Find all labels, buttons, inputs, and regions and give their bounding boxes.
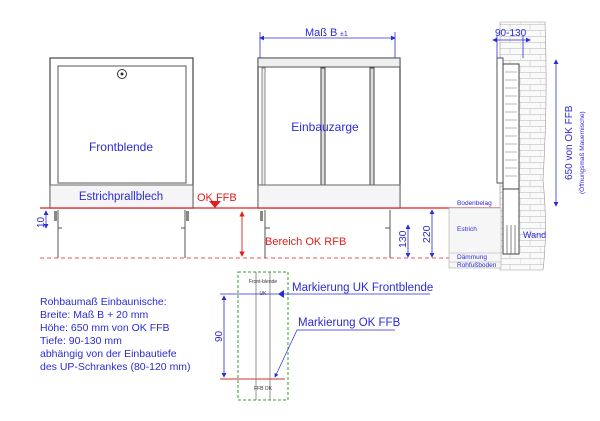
dim-10: 10 [36,216,47,228]
note-line: Tiefe: 90-130 mm [40,335,122,347]
tag-frontblende: Front-blende [249,279,278,285]
tag-ffb-ok: FFB OK [254,386,273,392]
mass-b-tolerance: ±1 [340,31,348,38]
marker-uk-label: Markierung UK Frontblende [292,282,433,294]
layer-rohfussboden: Rohfußboden [457,262,497,269]
opening-note: (Öffnungsmaß Mauernische) [578,111,586,194]
section-view: 90-130 650 von OK FFB (Öffnungsmaß Mauer… [448,21,586,271]
wand-label: Wand [523,230,546,240]
einbauzarge-label: Einbauzarge [291,120,359,134]
mass-b-dim: Maß B [305,27,337,39]
layer-bodenbelag: Bodenbelag [457,200,492,207]
estrichprallblech-label: Estrichprallblech [79,191,163,203]
dim-650: 650 von OK FFB [564,105,575,180]
layer-estrich: Estrich [457,226,477,233]
dim-130: 130 [397,230,409,248]
front-view-cabinet: Frontblende Estrichprallblech 10 [36,57,194,258]
note-line: abhängig von der Einbautiefe [40,348,177,360]
note-line: Rohbaumaß Einbaunische: [40,296,167,308]
dim-90-130: 90-130 [495,28,527,39]
marking-detail: Front-blende UK FFB OK 90 Markierung UK … [214,271,433,401]
marker-ok-label: Markierung OK FFB [298,317,401,329]
dim-90: 90 [214,330,225,342]
ok-ffb-label: OK FFB [197,192,237,204]
frontblende-label: Frontblende [89,140,153,154]
frame-view-cabinet: Maß B ±1 Einbauzarge [257,27,401,258]
layer-daemmung: Dämmung [457,254,487,261]
dim-220: 220 [421,225,433,243]
note-line: Höhe: 650 mm von OK FFB [40,322,170,334]
dimension-notes: Rohbaumaß Einbaunische: Breite: Maß B + … [40,296,191,373]
bereich-ok-rfb-label: Bereich OK RFB [265,236,346,248]
ok-ffb-marker-icon [209,201,221,208]
note-line: des UP-Schrankes (80-120 mm) [40,361,191,373]
note-line: Breite: Maß B + 20 mm [40,309,148,321]
